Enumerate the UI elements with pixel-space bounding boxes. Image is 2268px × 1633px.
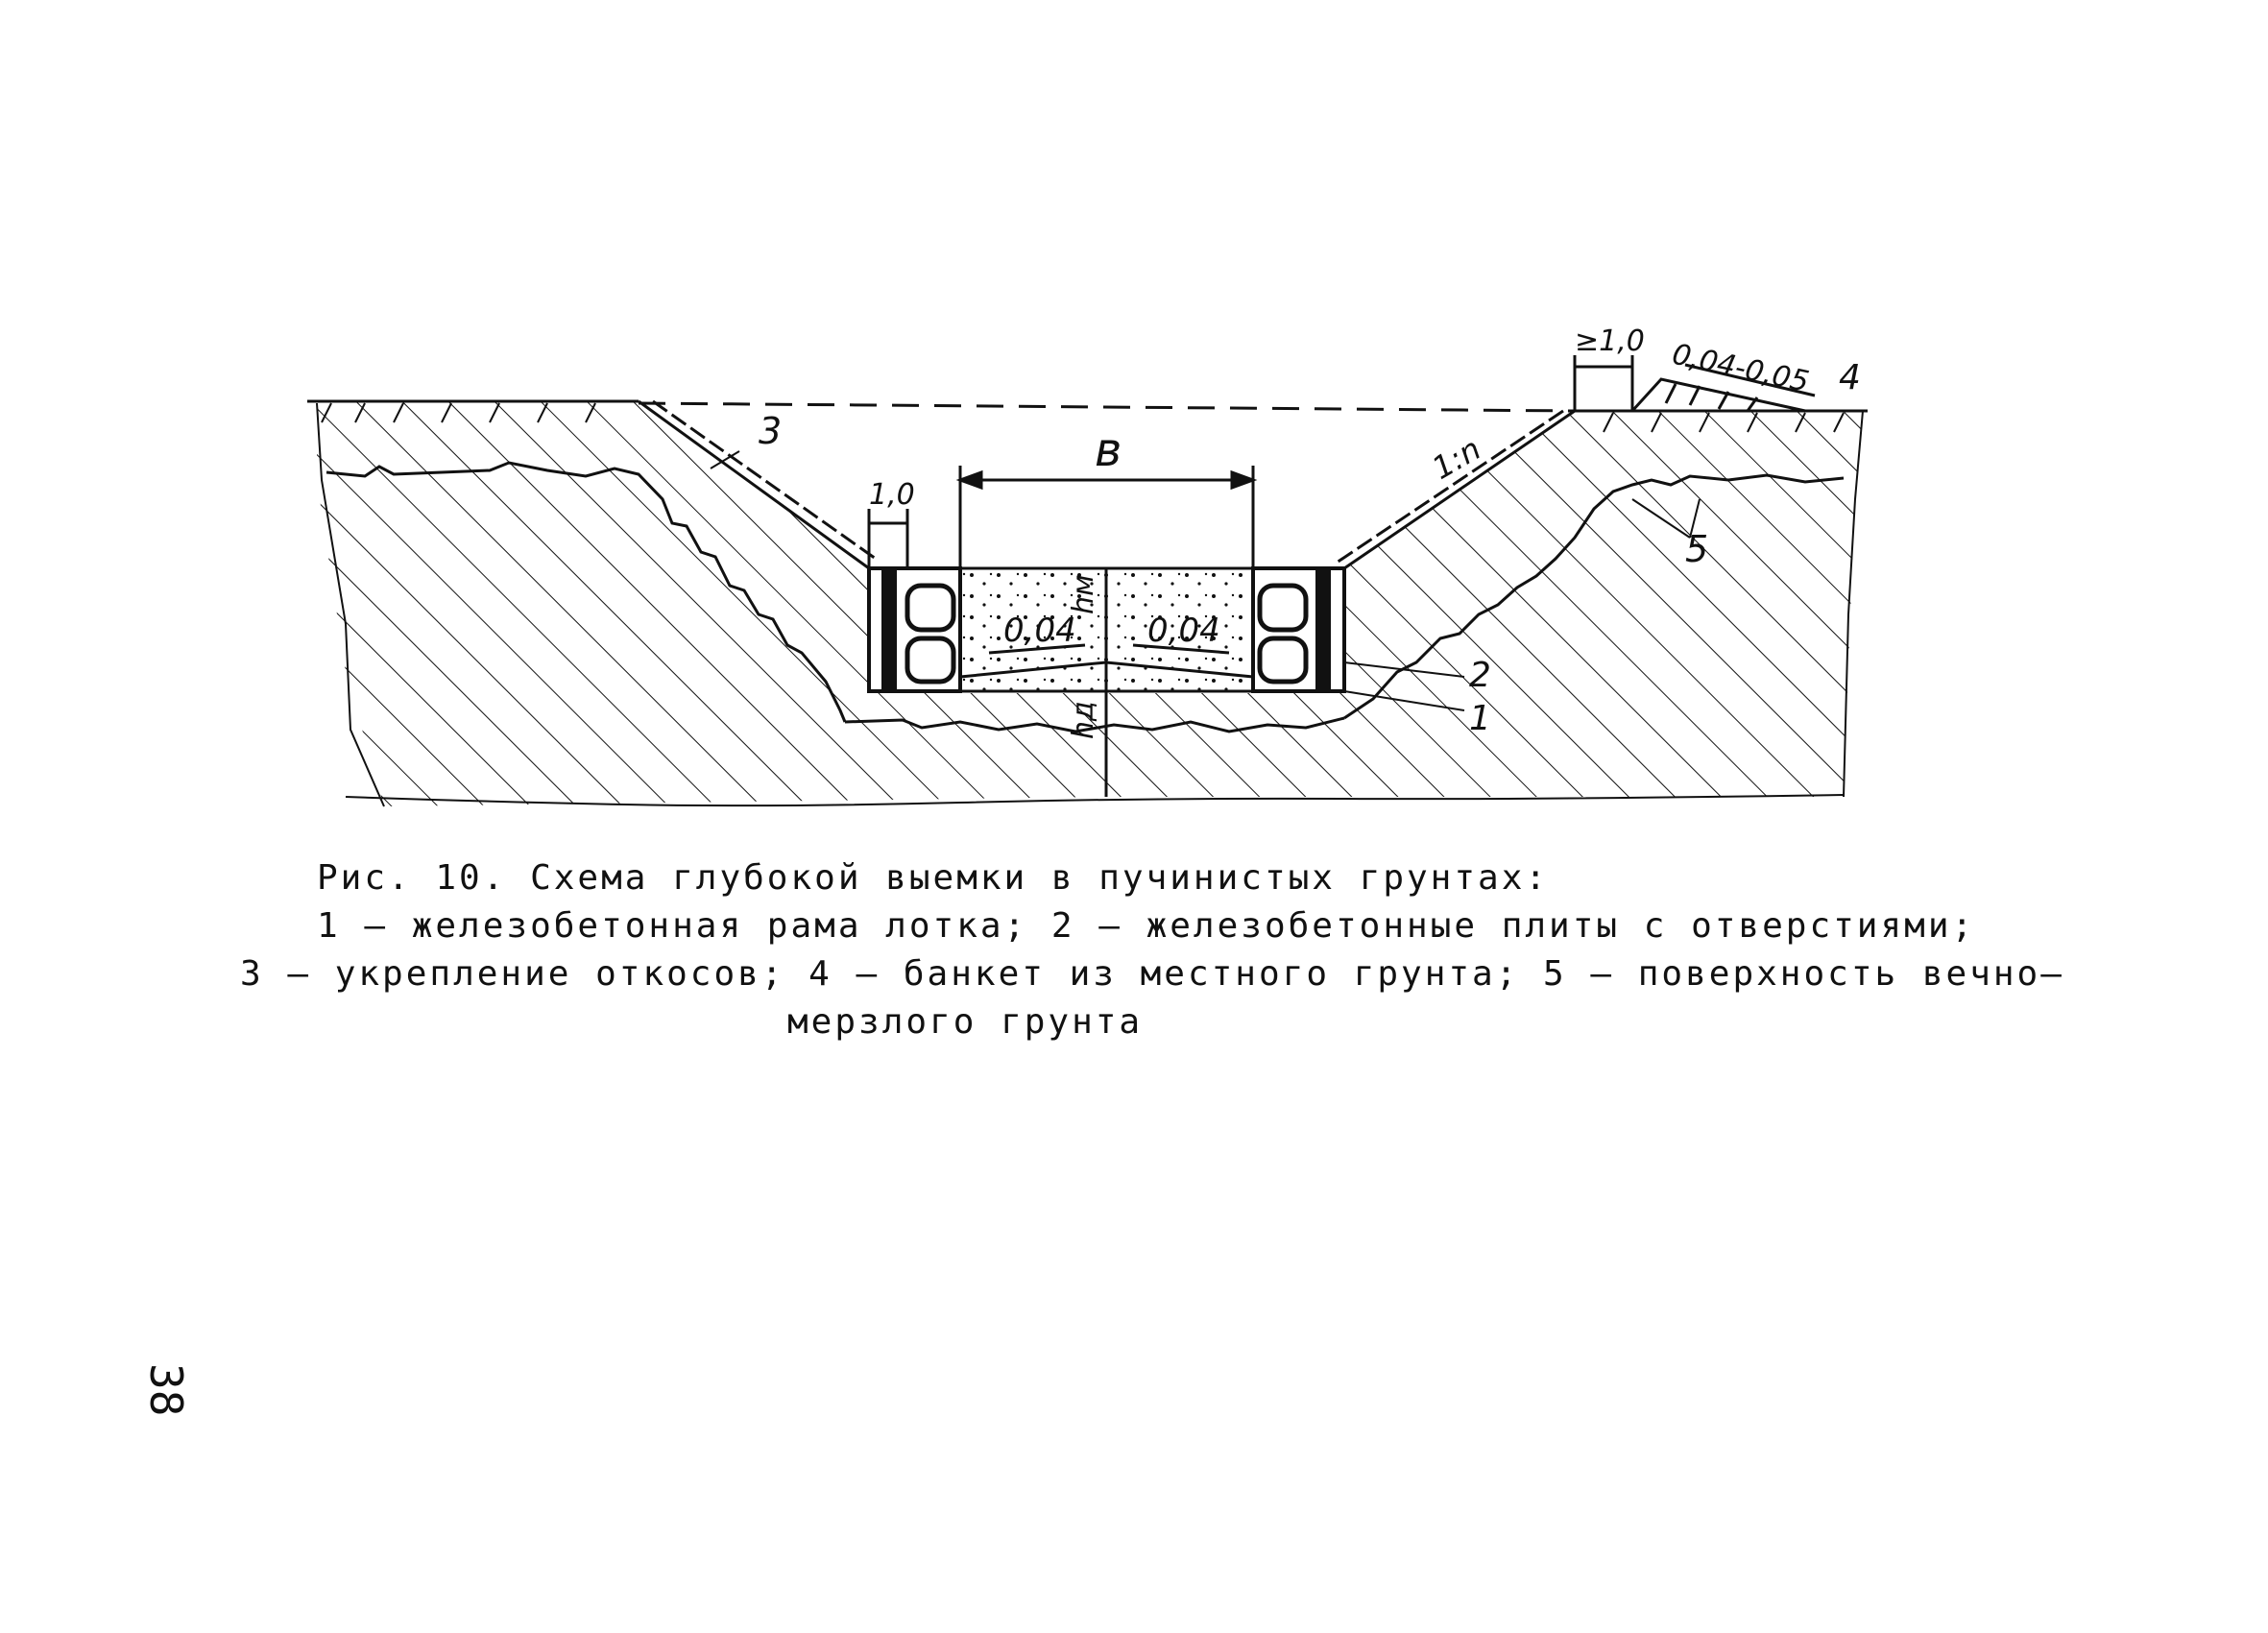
design-line [638, 401, 1576, 413]
label-hd: hд [1067, 701, 1100, 739]
slope-protection-right [1336, 409, 1576, 570]
label-banquet: 4 [1839, 358, 1861, 397]
caption-line-3: мерзлого грунта [787, 1002, 1144, 1042]
label-berm-width: ≥1,0 [1575, 324, 1645, 358]
label-slope-2: 0,04 [1147, 612, 1220, 650]
ground-surface [307, 399, 1868, 433]
label-banquet-slope: 0,04-0,05 [1669, 338, 1812, 399]
slope-protection-left [638, 399, 877, 570]
dimension-b [955, 466, 1258, 568]
label-frame: 1 [1469, 699, 1491, 738]
permafrost-surface [326, 461, 1845, 733]
caption-title: Рис. 10. Схема глубокой выемки в пучинис… [317, 858, 1550, 898]
caption-line-1: 1 – железобетонная рама лотка; 2 – желез… [317, 906, 1976, 946]
label-width-b: в [1095, 423, 1122, 477]
dimension-berm [1573, 355, 1634, 411]
label-hm: hм [1067, 574, 1100, 614]
label-slope-1: 0,04 [1003, 612, 1076, 650]
label-plates: 2 [1469, 656, 1491, 695]
page-number: 38 [140, 1363, 192, 1417]
leader-lines [710, 450, 1701, 711]
dimension-left [867, 509, 909, 568]
banquet [1630, 363, 1816, 413]
drainage-tray [867, 566, 1346, 797]
caption-line-2: 3 – укрепление откосов; 4 – банкет из ме… [240, 954, 2064, 994]
label-permafrost: 5 [1685, 528, 1708, 570]
label-slope-protection: 3 [759, 410, 782, 452]
label-width-left: 1,0 [869, 478, 915, 512]
